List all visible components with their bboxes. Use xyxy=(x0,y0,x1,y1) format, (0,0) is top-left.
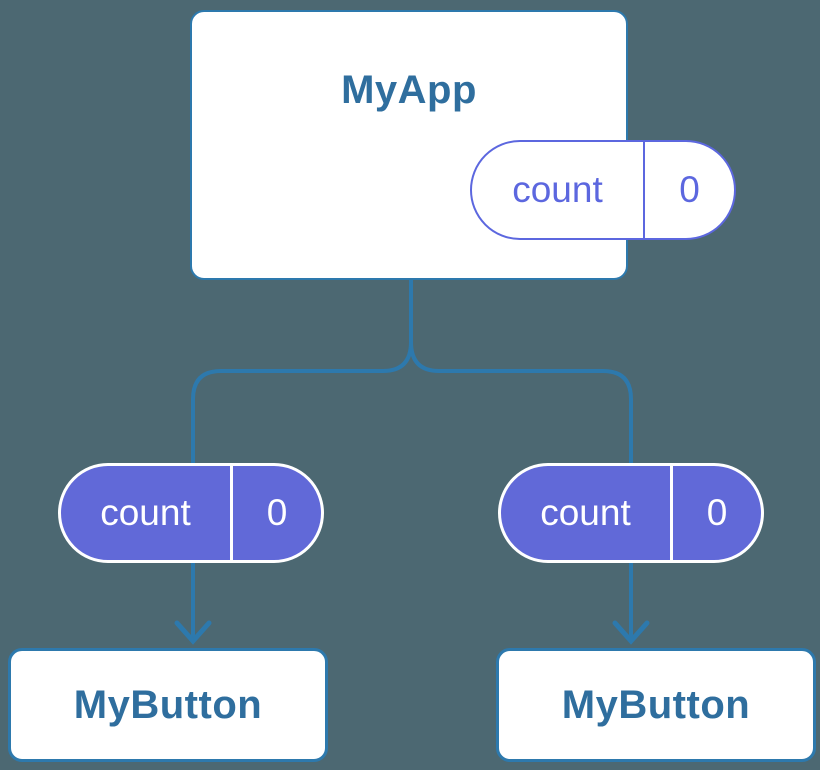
right-prop-pill: count 0 xyxy=(498,463,764,563)
mybutton-left-card: MyButton xyxy=(8,648,328,762)
arrow-down-icon-right xyxy=(612,620,650,645)
state-value-label: 0 xyxy=(679,169,700,210)
state-name-label: count xyxy=(512,169,603,210)
prop-value-label: 0 xyxy=(266,492,288,533)
myapp-card: MyApp count 0 xyxy=(190,10,736,280)
connector-left-branch xyxy=(191,279,413,637)
mybutton-right-title: MyButton xyxy=(561,682,751,727)
pill-divider xyxy=(670,466,673,560)
prop-name-label: count xyxy=(100,492,191,533)
left-prop-pill: count 0 xyxy=(58,463,324,563)
pill-divider xyxy=(643,142,645,238)
prop-value-label: 0 xyxy=(706,492,728,533)
prop-name-label: count xyxy=(540,492,631,533)
pill-divider xyxy=(230,466,233,560)
mybutton-left-title: MyButton xyxy=(73,682,263,727)
myapp-state-pill: count 0 xyxy=(470,140,736,240)
connector-right-branch xyxy=(409,341,633,637)
myapp-title: MyApp xyxy=(341,68,477,112)
arrow-down-icon-left xyxy=(174,620,212,645)
mybutton-right-card: MyButton xyxy=(496,648,816,762)
